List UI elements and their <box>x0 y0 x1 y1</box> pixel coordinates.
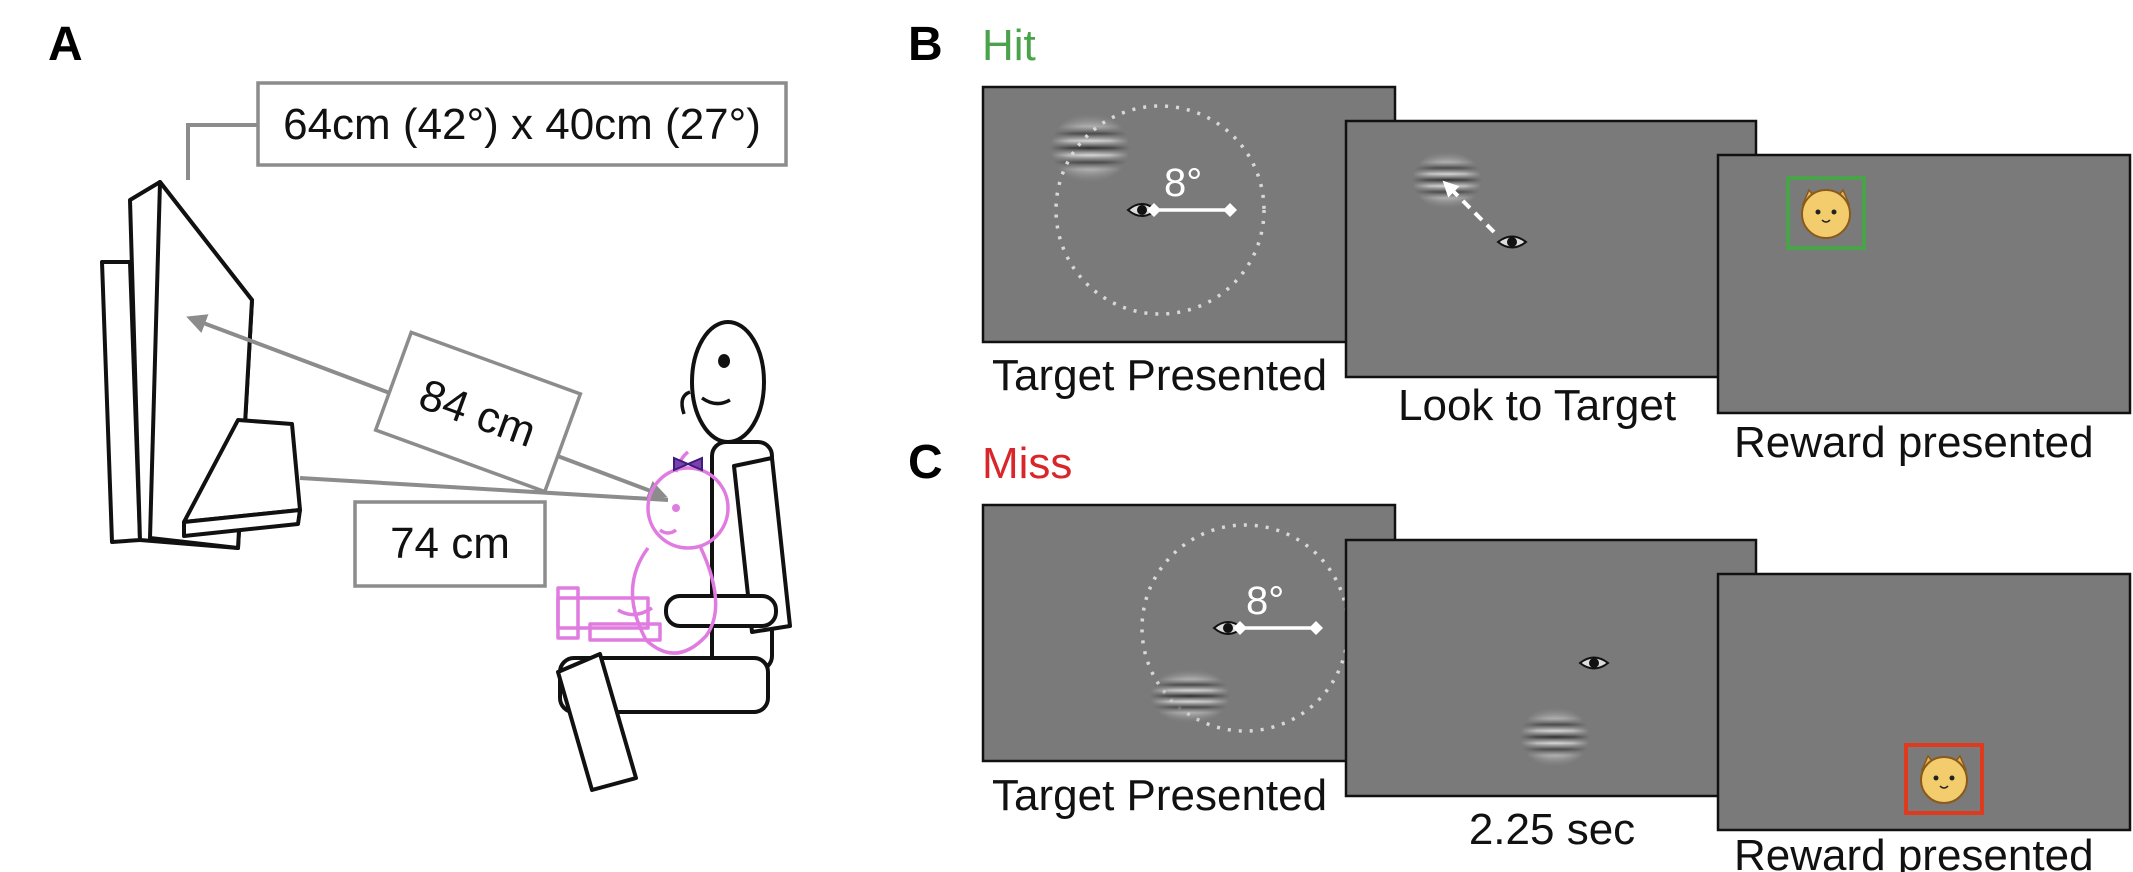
hit-frame-look-to-target <box>1344 119 1758 379</box>
angle-label: 8° <box>1164 161 1202 205</box>
miss-frame-target-presented: 8° <box>981 503 1397 763</box>
hit-frame-reward <box>1716 153 2132 415</box>
gabor-target-icon <box>1150 668 1230 724</box>
miss-caption-3: Reward presented <box>1734 831 2094 872</box>
screen-size-box <box>256 81 788 167</box>
panel-b-letter: B <box>908 18 943 71</box>
monitor-icon <box>100 180 302 550</box>
miss-frame-reward <box>1716 572 2132 832</box>
screen-size-label: 64cm (42°) x 40cm (27°) <box>283 100 761 149</box>
panel-c: C Miss 8° Target Presented 2.25 sec <box>908 436 2132 872</box>
gaze-shift-arrow <box>1442 180 1496 234</box>
gabor-target-icon <box>1412 150 1482 210</box>
fixation-eye-icon <box>1496 235 1528 249</box>
infant-figure-icon <box>556 450 730 655</box>
screen-frame <box>1716 153 2132 415</box>
panel-a: A 64cm (42°) x 40cm (27°) 84 cm 74 cm <box>48 18 792 792</box>
cat-reward-icon <box>1920 754 1968 804</box>
fixation-eye-icon <box>1212 621 1244 635</box>
panel-c-letter: C <box>908 436 943 489</box>
miss-caption-1: Target Presented <box>992 771 1327 820</box>
horizontal-distance-label: 74 cm <box>390 519 510 568</box>
fixation-eye-icon <box>1578 656 1610 670</box>
eccentricity-circle <box>1054 104 1266 316</box>
hair-bow-icon <box>673 456 703 472</box>
fixation-eye-icon <box>1126 203 1158 217</box>
hit-heading: Hit <box>982 21 1036 70</box>
horizontal-distance-line <box>299 476 669 502</box>
reward-frame-green <box>1786 176 1866 250</box>
horizontal-distance-box <box>353 500 547 588</box>
cat-reward-icon <box>1801 188 1851 239</box>
panel-b: B Hit 8° Target Presented Look to Tar <box>908 18 2132 467</box>
miss-heading: Miss <box>982 439 1072 488</box>
panel-a-letter: A <box>48 18 83 71</box>
hit-frame-target-presented: 8° <box>981 85 1397 344</box>
hit-caption-1: Target Presented <box>992 351 1327 400</box>
gabor-target-icon <box>1520 706 1590 768</box>
hit-caption-2: Look to Target <box>1398 381 1676 430</box>
angle-label: 8° <box>1246 579 1284 623</box>
miss-caption-2: 2.25 sec <box>1469 805 1635 854</box>
reward-frame-red <box>1904 743 1984 815</box>
miss-frame-timeout <box>1344 538 1758 798</box>
parent-figure-icon <box>556 320 792 792</box>
screen-frame <box>981 85 1397 344</box>
dimension-leader-line <box>186 123 258 180</box>
diagonal-distance-box <box>373 330 583 494</box>
screen-frame <box>1344 119 1758 379</box>
diagonal-distance-callout: 84 cm <box>373 330 583 494</box>
hit-caption-3: Reward presented <box>1734 418 2094 467</box>
